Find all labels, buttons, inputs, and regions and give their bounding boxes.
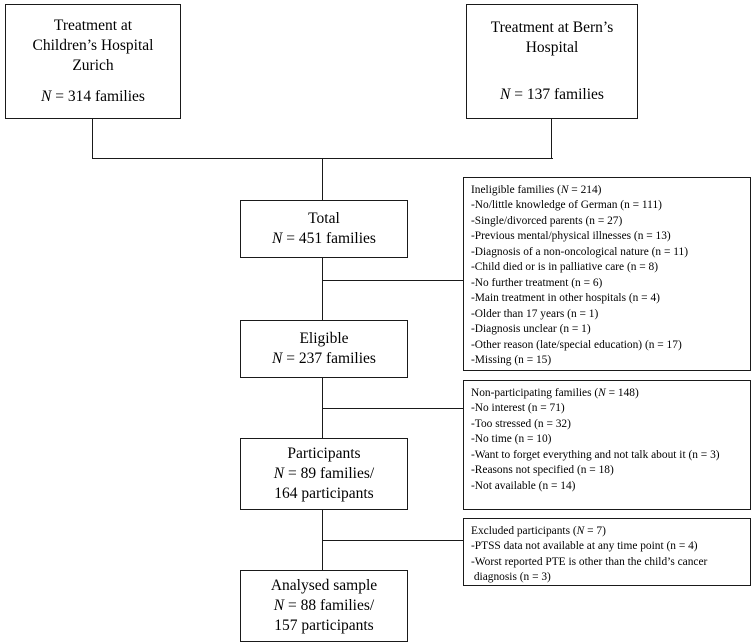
list-item: -PTSS data not available at any time poi… [471,540,698,553]
node-total-stat: N = 451 families [272,229,376,249]
list-item: -Other reason (late/special education) (… [471,338,682,351]
node-source-zurich-line-3: Zurich [72,57,114,74]
stat-symbol-n: N [500,85,511,103]
heading-post: = 7) [584,525,606,537]
list-item: -Child died or is in palliative care (n … [471,261,659,274]
list-item: -No interest (n = 71) [471,402,565,415]
list-item: -Too stressed (n = 32) [471,417,571,430]
node-total: Total N = 451 families [240,200,408,258]
heading-pre: Excluded participants ( [471,525,577,537]
node-analysed-label: Analysed sample [270,576,378,594]
heading-pre: Non-participating families ( [471,387,599,399]
node-source-zurich: Treatment at Children’s Hospital Zurich … [5,4,181,119]
node-source-bern: Treatment at Bern’s Hospital N = 137 fam… [466,4,638,119]
exclusion-box-ineligible: Ineligible families (N = 214) -No/little… [463,177,751,371]
list-item: -Missing (n = 15) [471,353,552,366]
node-eligible: Eligible N = 237 families [240,320,408,378]
stat-symbol-n: N [576,525,585,537]
stat-value: = 137 families [514,85,604,103]
node-participants: Participants N = 89 families/ 164 partic… [240,438,408,510]
list-item: -No time (n = 10) [471,433,552,446]
connector-bern-down [551,119,553,159]
node-source-bern-stat: N = 137 families [500,85,604,105]
node-eligible-stat: N = 237 families [272,349,376,369]
node-participants-stat-2: 164 participants [274,485,374,503]
node-analysed-stat-2: 157 participants [274,617,374,635]
list-item: -Want to forget everything and not talk … [471,448,720,461]
exclusion-ineligible-heading: Ineligible families (N = 214) [471,183,744,198]
stat-symbol-n: N [598,387,606,399]
list-item: -Not available (n = 14) [471,479,576,492]
stat-symbol-n: N [41,88,52,106]
exclusion-box-non-participating: Non-participating families (N = 148) -No… [463,380,751,510]
node-analysed-stat: N = 88 families/ [274,596,374,616]
connector-total-to-eligible [322,258,324,320]
stat-value: = 314 families [55,88,145,106]
stat-symbol-n: N [273,596,285,614]
node-source-zurich-stat: N = 314 families [41,87,145,107]
list-item: -Reasons not specified (n = 18) [471,464,614,477]
node-source-zurich-line-2: Children’s Hospital [32,36,154,54]
connector-total-to-ineligible [322,280,463,282]
stat-symbol-n: N [272,230,283,247]
stat-value: = 237 families [286,350,376,367]
stat-symbol-n: N [560,184,569,196]
list-item: -No/little knowledge of German (n = 111) [471,199,662,212]
stat-symbol-n: N [272,350,283,367]
heading-post: = 214) [568,184,602,196]
node-source-bern-line-1: Treatment at Bern’s [490,19,614,37]
node-source-zurich-line-1: Treatment at [53,16,133,34]
list-item: -Diagnosis of a non-oncological nature (… [471,245,688,258]
stat-value: = 88 families/ [287,596,375,614]
list-item: -Older than 17 years (n = 1) [471,307,599,320]
list-item: diagnosis (n = 3) [471,571,551,584]
exclusion-box-excluded-participants: Excluded participants (N = 7) -PTSS data… [463,518,751,586]
stat-value: = 89 families/ [287,464,375,482]
list-item: -Single/divorced parents (n = 27) [471,214,623,227]
node-participants-label: Participants [287,444,361,462]
stat-value: = 451 families [286,230,376,247]
connector-participants-to-excluded [322,540,463,542]
stat-symbol-n: N [273,464,285,482]
node-participants-stat: N = 89 families/ [274,464,374,484]
connector-merge-to-total [322,158,324,200]
node-source-bern-line-2: Hospital [525,39,579,57]
list-item: -Worst reported PTE is other than the ch… [471,555,708,568]
list-item: -Diagnosis unclear (n = 1) [471,323,591,336]
connector-eligible-to-nonparticipating [322,408,463,410]
connector-zurich-down [92,119,94,159]
exclusion-excluded-heading: Excluded participants (N = 7) [471,524,744,539]
node-eligible-label: Eligible [299,329,349,347]
node-total-label: Total [308,209,340,227]
list-item: -No further treatment (n = 6) [471,276,603,289]
list-item: -Main treatment in other hospitals (n = … [471,292,660,305]
heading-pre: Ineligible families ( [471,184,561,196]
node-analysed-sample: Analysed sample N = 88 families/ 157 par… [240,570,408,642]
heading-post: = 148) [605,387,639,399]
list-item: -Previous mental/physical illnesses (n =… [471,230,671,243]
exclusion-nonparticipating-heading: Non-participating families (N = 148) [471,386,744,401]
